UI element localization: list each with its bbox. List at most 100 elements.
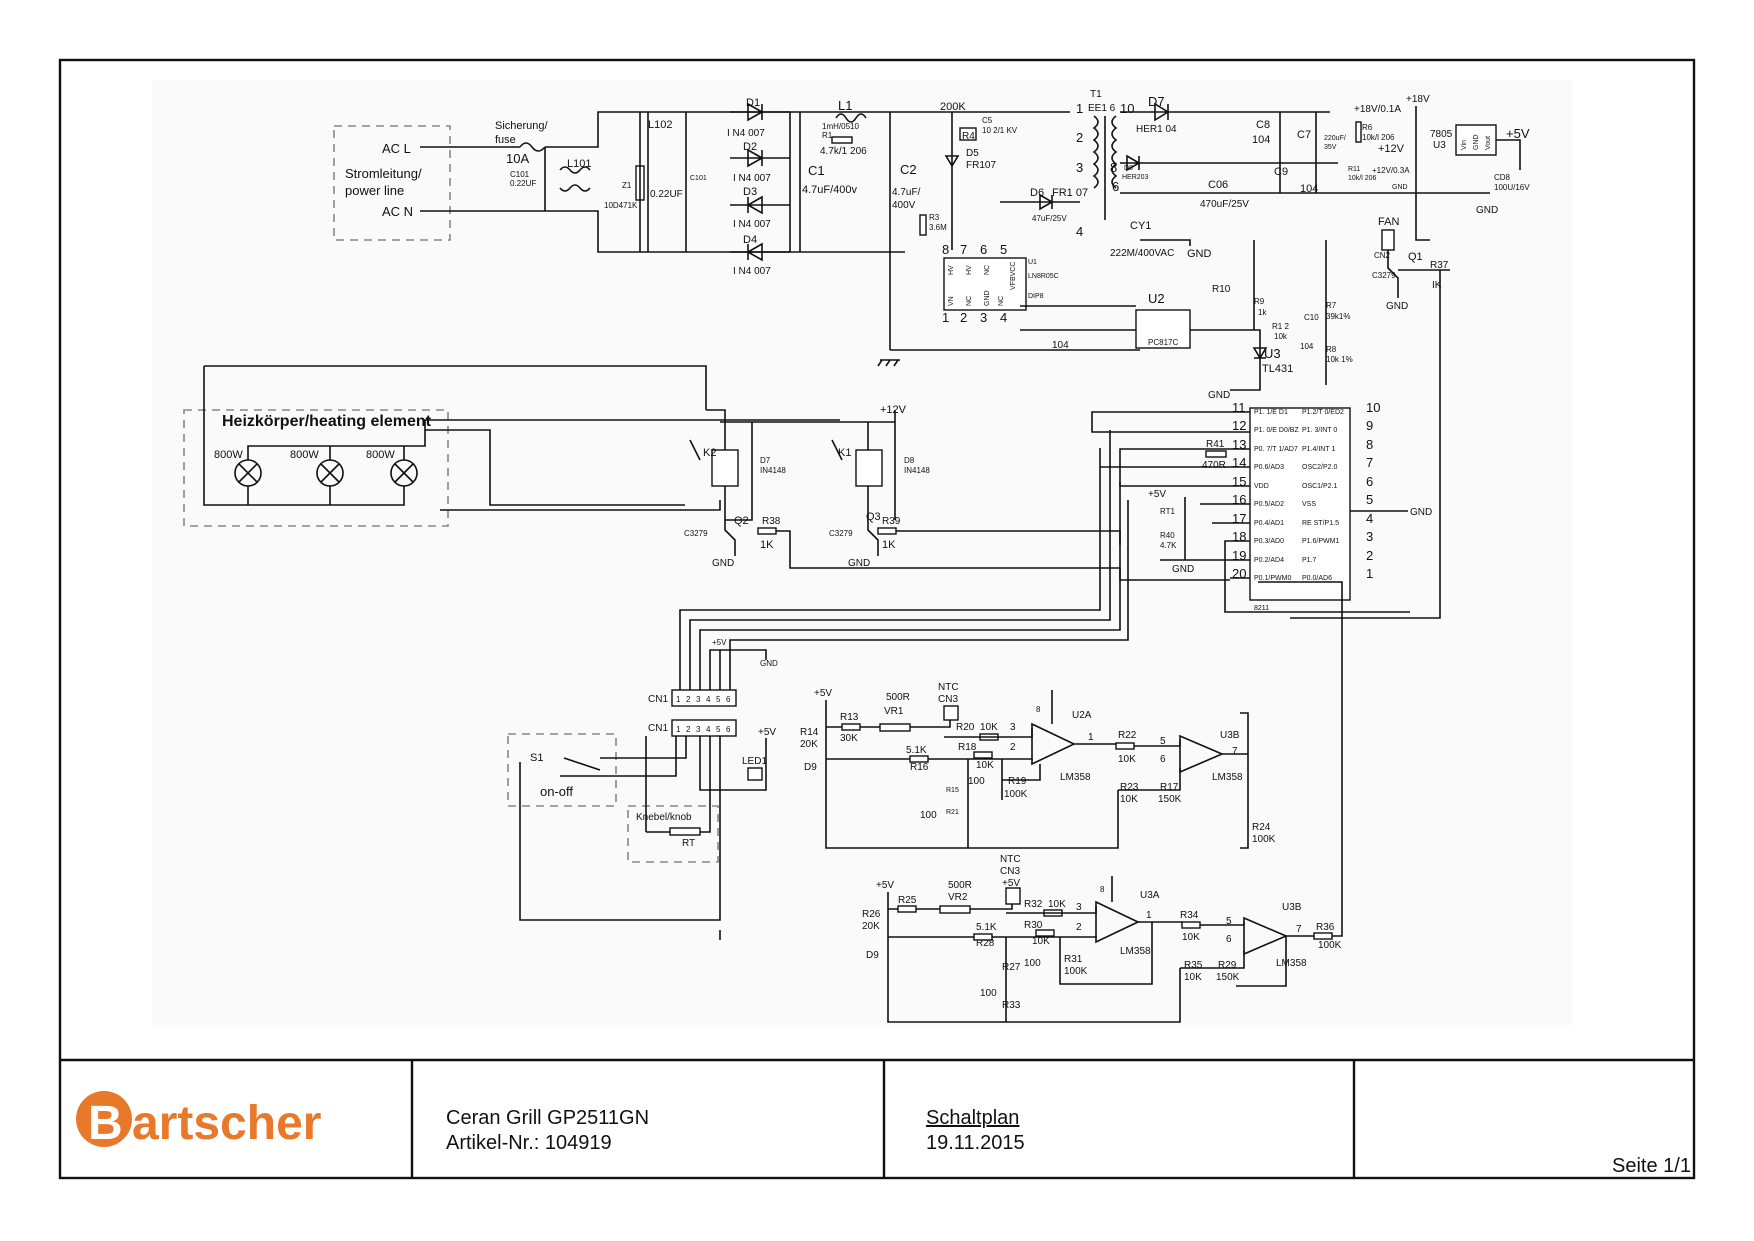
- s1-switch: [519, 736, 721, 921]
- svg-text:10: 10: [1366, 400, 1380, 415]
- article-number: Artikel-Nr.: 104919: [446, 1132, 612, 1154]
- cn1-upper-connector: [671, 689, 737, 707]
- cy1-value: 222M/400VAC: [1110, 248, 1174, 259]
- r6-resistor: [1355, 121, 1362, 143]
- svg-text:3: 3: [696, 695, 701, 704]
- amp1-wiring: [825, 690, 1249, 849]
- r15-label: R15: [946, 787, 959, 794]
- svg-text:3: 3: [1366, 529, 1373, 544]
- chassis-ground-icon: [877, 359, 900, 367]
- svg-text:2: 2: [686, 695, 691, 704]
- svg-text:4: 4: [706, 725, 711, 734]
- c1-label: C1: [808, 163, 825, 178]
- u2-optocoupler: [1135, 309, 1191, 349]
- cn2-label: CN2: [1374, 251, 1391, 260]
- svg-text:P1.7: P1.7: [1302, 557, 1317, 564]
- driver-wiring: [724, 520, 1230, 581]
- svg-text:8: 8: [1366, 437, 1373, 452]
- fan-label: FAN: [1378, 216, 1399, 228]
- c3-value: 47uF/25V: [1032, 214, 1067, 223]
- r38-value: 1K: [760, 539, 774, 551]
- c2-value-1: 4.7uF/: [892, 187, 921, 198]
- rt1-label: RT1: [1160, 507, 1176, 516]
- u2a-pin1: 1: [1088, 732, 1094, 743]
- u1-name-vn: VN: [948, 296, 955, 306]
- svg-text:12: 12: [1232, 418, 1246, 433]
- r40-label: R40: [1160, 531, 1175, 540]
- u3a-pin2: 2: [1076, 922, 1082, 933]
- u1-chip: [943, 257, 1027, 311]
- d7-value: HER1 04: [1136, 124, 1177, 135]
- u3b-amp1-part: LM358: [1212, 772, 1243, 783]
- plus5-ntc-label: +5V: [1002, 878, 1020, 889]
- u1-pin-2: 2: [960, 310, 967, 325]
- r39-label: R39: [882, 516, 901, 527]
- drawing-frame: [58, 58, 1696, 1180]
- r9-value: 1k: [1258, 308, 1267, 317]
- svg-text:800W: 800W: [214, 449, 243, 461]
- svg-text:1: 1: [1366, 566, 1373, 581]
- u1-pin-3: 3: [980, 310, 987, 325]
- d9-amp1-label: D9: [804, 762, 817, 773]
- q1-label: Q1: [1408, 251, 1423, 263]
- u2a-pin3: 3: [1010, 722, 1016, 733]
- r9-label: R9: [1254, 297, 1265, 306]
- gnd-label-mcu: GND: [1172, 564, 1194, 575]
- plus18-label: +18V: [1406, 94, 1430, 105]
- u3b-amp1-pin5: 5: [1160, 736, 1166, 747]
- r1-value: 4.7k/1 206: [820, 146, 867, 157]
- c06-value: 470uF/25V: [1200, 199, 1249, 210]
- schematic-background: [152, 80, 1572, 1025]
- r30-resistor: [1035, 929, 1055, 937]
- c10-value: 104: [1300, 342, 1314, 351]
- r4-label: R4: [962, 131, 975, 142]
- u3a-pin1: 1: [1146, 910, 1152, 921]
- cap-022-label: 0.22UF: [650, 189, 683, 200]
- u1-name-hv1: HV: [948, 265, 955, 275]
- d7-relay-label: D7: [760, 456, 771, 465]
- k1-label: K1: [838, 447, 851, 459]
- gnd-cn1-label: GND: [760, 659, 778, 668]
- plus5-amp1-label: +5V: [814, 688, 832, 699]
- feedback-section: U2 PC817C 104 R10 R9 1k R1 2 10k C10 104…: [1020, 240, 1353, 401]
- u1-name-nc3: NC: [998, 296, 1005, 306]
- fan-wires: [1290, 250, 1450, 619]
- d3-diode: [730, 195, 790, 215]
- t1-secondary-winding: [1111, 115, 1118, 189]
- svg-text:P0. 7/T 1/AD7: P0. 7/T 1/AD7: [1254, 446, 1298, 453]
- d5-diode: [944, 112, 960, 250]
- svg-text:OSC2/P2.0: OSC2/P2.0: [1302, 464, 1338, 471]
- u1-pin-4: 4: [1000, 310, 1007, 325]
- r39-resistor: [877, 527, 897, 535]
- u3b-amp2-pin6: 6: [1226, 934, 1232, 945]
- r24-label: R24: [1252, 822, 1271, 833]
- r35-label: R35: [1184, 960, 1203, 971]
- t1-pin-1: 1: [1076, 101, 1083, 116]
- cn1-lower-connector: [671, 719, 737, 737]
- r20-value: 10K: [980, 722, 998, 733]
- d3-value: I N4 007: [733, 219, 771, 230]
- u2a-opamp: [1031, 722, 1076, 766]
- r41-label: R41: [1206, 439, 1225, 450]
- cn1-upper-label: CN1: [648, 694, 668, 705]
- t1-primary-winding: [1092, 115, 1099, 189]
- c101b-label: C101: [690, 175, 707, 182]
- led1-indicator: [747, 767, 763, 781]
- z1-label: Z1: [622, 181, 632, 190]
- r3-label: R3: [929, 213, 940, 222]
- svg-text:6: 6: [726, 695, 731, 704]
- connector-section: CN1 CN1 1 2 3 4 5 6 1 2 3 4 5 6 +5V GND …: [507, 430, 1129, 940]
- svg-text:P0.1/PWM0: P0.1/PWM0: [1254, 575, 1291, 582]
- feedback-wire-1: [1020, 305, 1136, 331]
- power-line-label-1: Stromleitung/: [345, 166, 422, 181]
- fuse-label-1: Sicherung/: [495, 120, 549, 132]
- u1-name-nc2: NC: [966, 296, 973, 306]
- r34-label: R34: [1180, 910, 1199, 921]
- svg-text:3: 3: [696, 725, 701, 734]
- r38-label: R38: [762, 516, 781, 527]
- svg-text:artscher: artscher: [132, 1097, 321, 1150]
- svg-text:P0.5/AD2: P0.5/AD2: [1254, 501, 1284, 508]
- r11-label: R11: [1348, 166, 1360, 173]
- c7-value-1: 220uF/: [1324, 135, 1346, 142]
